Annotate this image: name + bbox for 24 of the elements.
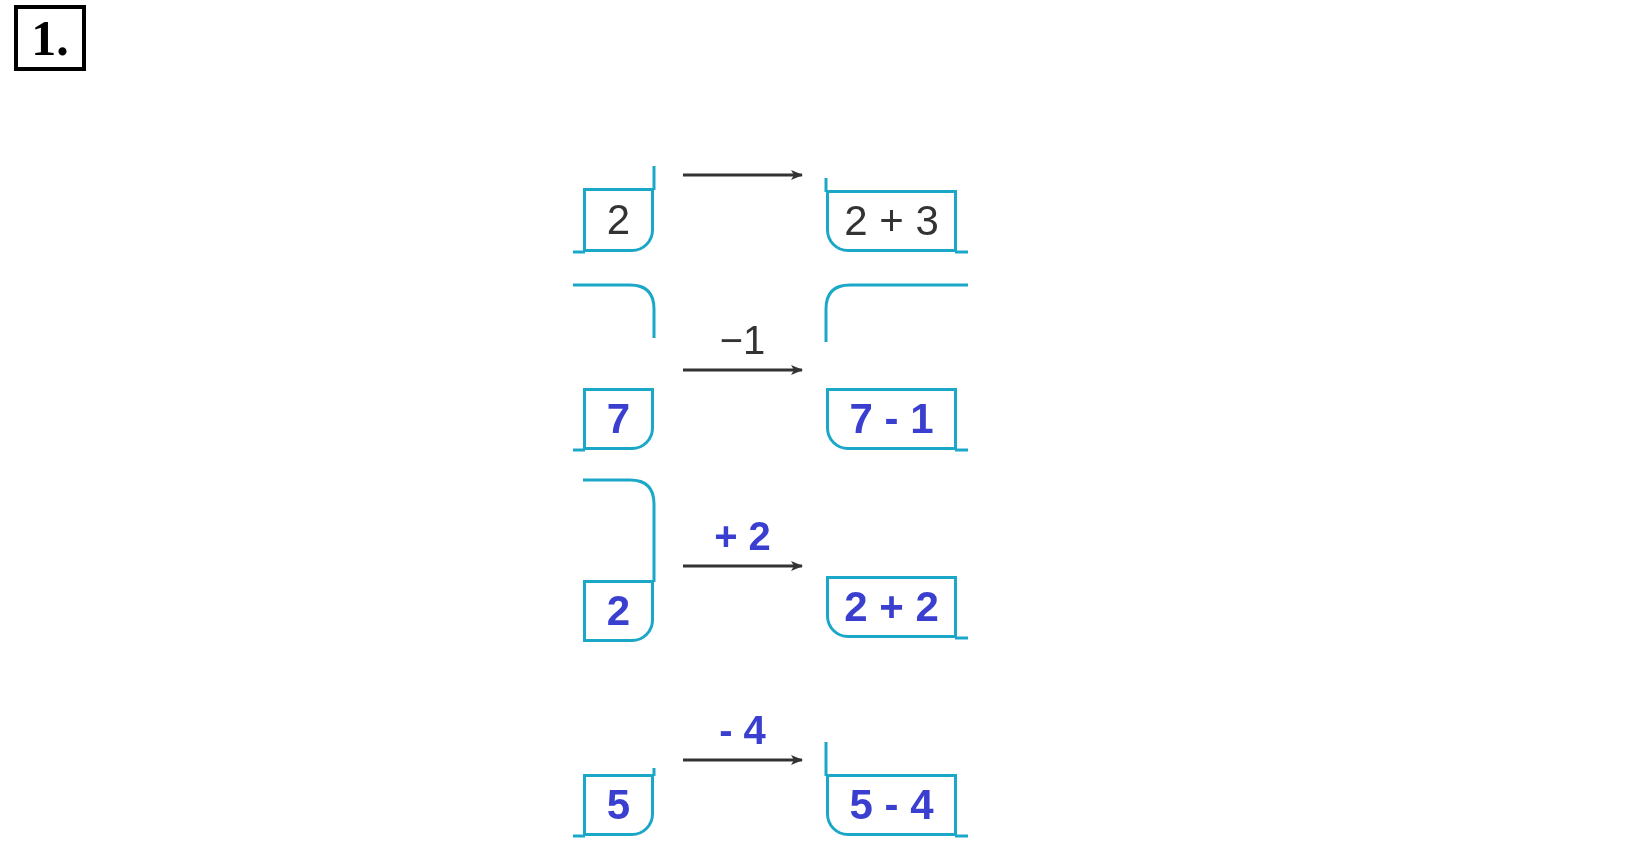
number: 2 — [606, 590, 631, 632]
operation-label: −1 — [719, 320, 766, 360]
expression-box — [826, 388, 957, 450]
expression-box — [826, 190, 957, 252]
arrow — [683, 755, 803, 765]
expression-box — [826, 774, 957, 836]
expression: 2 + 2 — [844, 586, 939, 628]
expression: 5 - 4 — [849, 784, 934, 826]
number-box — [583, 188, 654, 252]
number-box — [583, 388, 654, 450]
number: 5 — [606, 784, 631, 826]
number: 7 — [606, 398, 631, 440]
task-number: 1. — [14, 5, 86, 71]
expression-box — [826, 576, 957, 638]
arrow — [683, 170, 803, 180]
number: 2 — [606, 199, 631, 241]
number-box — [583, 580, 654, 642]
number-box — [583, 774, 654, 836]
expression: 7 - 1 — [849, 398, 934, 440]
expression: 2 + 3 — [844, 200, 939, 242]
operation-label: + 2 — [714, 516, 771, 556]
operation-label: - 4 — [719, 710, 766, 750]
arrow — [683, 365, 803, 375]
arrow — [683, 561, 803, 571]
